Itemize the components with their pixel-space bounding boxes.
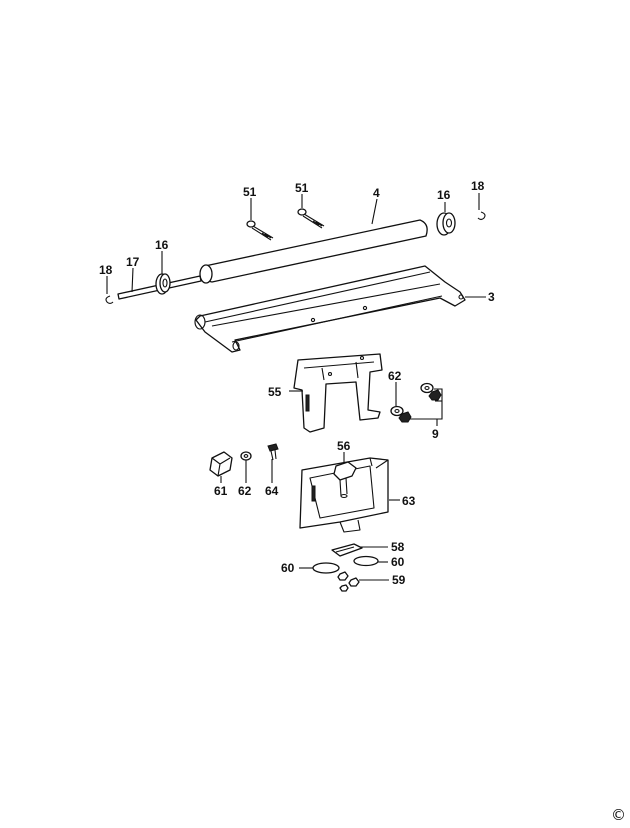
label-64: 64 — [265, 484, 279, 498]
roller-frame — [194, 265, 466, 353]
clamp-screw-56 — [333, 461, 357, 499]
label-18-left: 18 — [99, 263, 113, 277]
copyright-mark: © — [611, 806, 626, 824]
label-3: 3 — [488, 290, 495, 304]
label-9: 9 — [432, 427, 439, 441]
label-62-lower: 62 — [238, 484, 252, 498]
screw-64 — [267, 443, 279, 461]
label-51-left: 51 — [243, 185, 257, 199]
circlip-right — [477, 211, 486, 221]
label-18-right: 18 — [471, 179, 485, 193]
pad-60-right — [353, 555, 379, 567]
part-labels: 51 51 4 16 18 16 17 18 3 55 62 9 56 63 6… — [99, 179, 495, 587]
label-60-left: 60 — [281, 561, 295, 575]
pad-60-left — [312, 562, 340, 574]
label-55: 55 — [268, 385, 282, 399]
nut-9 — [398, 389, 442, 423]
label-56: 56 — [337, 439, 351, 453]
label-59: 59 — [392, 573, 406, 587]
washer-62-lower — [240, 451, 252, 461]
bolt-51-right — [297, 208, 325, 229]
label-61: 61 — [214, 484, 228, 498]
label-60-right: 60 — [391, 555, 405, 569]
label-63: 63 — [402, 494, 416, 508]
nuts-59 — [337, 571, 360, 592]
knob-61 — [209, 451, 233, 477]
bracket-lower — [299, 457, 389, 533]
plate-58 — [331, 543, 363, 557]
leader-lines — [106, 193, 486, 581]
label-62-upper: 62 — [388, 369, 402, 383]
label-16-right: 16 — [437, 188, 451, 202]
label-51-right: 51 — [295, 181, 309, 195]
label-16-left: 16 — [155, 238, 169, 252]
roller-tube — [199, 219, 428, 284]
bearing-right — [436, 212, 456, 236]
label-58: 58 — [391, 540, 405, 554]
label-17: 17 — [126, 255, 140, 269]
bracket-upper — [293, 353, 383, 433]
bearing-left — [155, 273, 171, 295]
washer-62-upper — [390, 382, 434, 417]
circlip-left — [105, 295, 114, 305]
bolt-51-left — [246, 220, 274, 241]
label-4: 4 — [373, 186, 380, 200]
